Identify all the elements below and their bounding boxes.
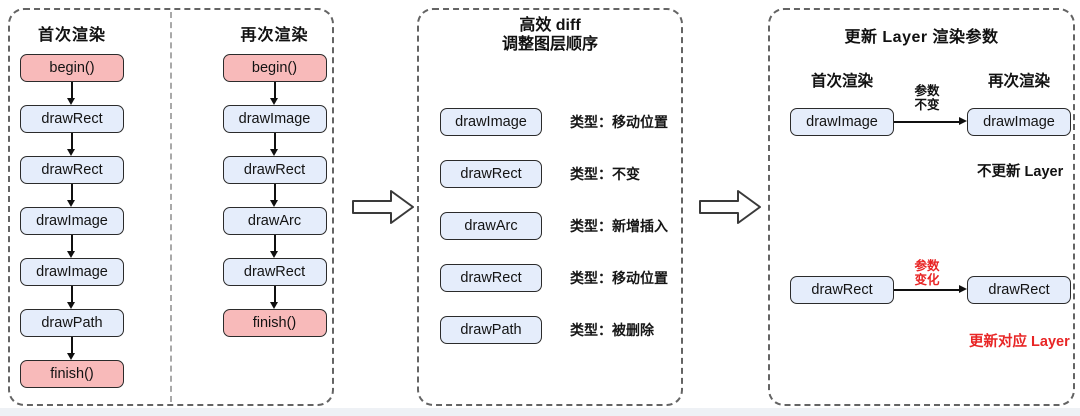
layer-box-to: drawRect <box>967 276 1071 304</box>
down-arrow-icon <box>67 286 76 309</box>
flow-box: drawRect <box>20 105 124 133</box>
panel-render-flows: 首次渲染 begin() drawRect drawRect drawImage… <box>8 8 334 406</box>
layer-panel-title: 更新 Layer 渲染参数 <box>844 29 999 46</box>
diff-row: drawRect 类型：不变 <box>419 160 681 188</box>
flow-box-finish: finish() <box>20 360 124 388</box>
layer-box-from: drawImage <box>790 108 894 136</box>
down-arrow-icon <box>67 337 76 360</box>
down-arrow-icon <box>67 133 76 156</box>
diff-row: drawArc 类型：新增插入 <box>419 212 681 240</box>
first-render-column: 首次渲染 begin() drawRect drawRect drawImage… <box>14 10 130 388</box>
diff-type-label: 类型：移动位置 <box>570 114 668 130</box>
diff-title: 高效 diff 调整图层顺序 <box>419 16 681 54</box>
diff-box: drawRect <box>440 264 542 292</box>
params-unchanged-label: 参数 不变 <box>895 84 959 112</box>
diff-type-label: 类型：新增插入 <box>570 218 668 234</box>
flow-box-finish: finish() <box>222 309 327 337</box>
diff-row: drawImage 类型：移动位置 <box>419 108 681 136</box>
layer-box-from: drawRect <box>790 276 894 304</box>
diff-title-line1: 高效 diff <box>519 17 581 34</box>
diff-box: drawRect <box>440 160 542 188</box>
diff-type-label: 类型：被删除 <box>570 322 654 338</box>
right-arrow-icon <box>894 117 967 126</box>
flow-box: drawRect <box>222 258 327 286</box>
params-changed-label: 参数 变化 <box>895 259 959 287</box>
diff-row: drawRect 类型：移动位置 <box>419 264 681 292</box>
flow-box: drawRect <box>222 156 327 184</box>
params-label-line1: 参数 <box>914 84 940 98</box>
down-arrow-icon <box>269 133 278 156</box>
down-arrow-icon <box>67 235 76 258</box>
right-block-arrow-icon <box>352 190 414 224</box>
layer-col-first-render: 首次渲染 <box>810 73 873 90</box>
diff-box: drawImage <box>440 108 542 136</box>
update-layer-note: 更新对应 Layer <box>969 334 1070 350</box>
panel-update-layer: 更新 Layer 渲染参数 首次渲染 再次渲染 参数 不变 drawImage … <box>768 8 1075 406</box>
flow-box: drawPath <box>20 309 124 337</box>
flow-box-begin: begin() <box>222 54 327 82</box>
down-arrow-icon <box>269 235 278 258</box>
params-label-line2: 不变 <box>914 98 940 112</box>
down-arrow-icon <box>67 184 76 207</box>
diff-row: drawPath 类型：被删除 <box>419 316 681 344</box>
down-arrow-icon <box>269 286 278 309</box>
flow-box: drawRect <box>20 156 124 184</box>
flow-box: drawImage <box>222 105 327 133</box>
params-label-line1: 参数 <box>914 259 940 273</box>
layer-box-to: drawImage <box>967 108 1071 136</box>
diff-box: drawArc <box>440 212 542 240</box>
right-arrow-icon <box>894 285 967 294</box>
params-label-line2: 变化 <box>914 273 940 287</box>
diff-box: drawPath <box>440 316 542 344</box>
flow-box: drawImage <box>20 258 124 286</box>
flow-box-begin: begin() <box>20 54 124 82</box>
first-render-title: 首次渲染 <box>37 27 106 44</box>
second-render-column: 再次渲染 begin() drawImage drawRect drawArc … <box>216 10 333 337</box>
column-divider <box>170 12 172 402</box>
diff-type-label: 类型：不变 <box>570 166 640 182</box>
diff-title-line2: 调整图层顺序 <box>501 36 598 53</box>
flow-box: drawImage <box>20 207 124 235</box>
panel-diff: 高效 diff 调整图层顺序 drawImage 类型：移动位置 drawRec… <box>417 8 683 406</box>
no-update-layer-note: 不更新 Layer <box>977 164 1064 180</box>
down-arrow-icon <box>67 82 76 105</box>
bottom-edge-strip <box>0 408 1080 416</box>
layer-col-second-render: 再次渲染 <box>987 73 1050 90</box>
second-render-title: 再次渲染 <box>240 27 309 44</box>
flow-box: drawArc <box>222 207 327 235</box>
down-arrow-icon <box>269 184 278 207</box>
down-arrow-icon <box>269 82 278 105</box>
right-block-arrow-icon <box>699 190 761 224</box>
diff-type-label: 类型：移动位置 <box>570 270 668 286</box>
